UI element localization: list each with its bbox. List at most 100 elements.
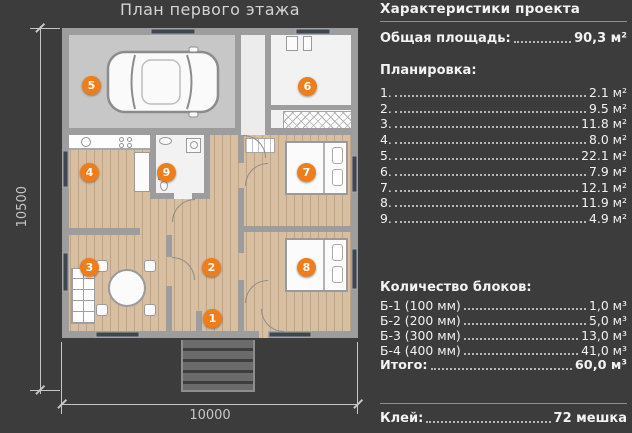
wall	[62, 331, 259, 338]
bed-icon	[285, 238, 348, 292]
layout-item-value: 12.1 м²	[581, 179, 627, 195]
chair-icon	[144, 260, 156, 272]
total-area-value: 90,3 м²	[574, 31, 627, 46]
fridge-icon	[134, 152, 150, 192]
block-item: Б-2 (200 мм)5,0 м³	[380, 313, 627, 328]
total-area-label: Общая площадь:	[380, 31, 511, 46]
dot-leader	[394, 221, 587, 224]
door-arc	[261, 309, 284, 332]
wall	[238, 188, 244, 253]
block-item-label: Б-2 (200 мм)	[380, 313, 461, 328]
window	[62, 252, 69, 292]
room-marker-3: 3	[80, 258, 99, 277]
room-marker-1: 1	[203, 309, 222, 328]
dimension-extension	[30, 390, 60, 391]
divider	[380, 21, 627, 22]
layout-header: Планировка:	[380, 63, 477, 78]
glue-label: Клей:	[380, 411, 424, 426]
glue-value: 72 мешка	[553, 411, 627, 426]
pillow-icon	[332, 147, 343, 164]
wall	[192, 193, 210, 199]
layout-item: 4. 8.0 м²	[380, 131, 627, 147]
dot-leader	[394, 157, 579, 160]
chair-icon	[96, 304, 108, 316]
washer-drum-icon	[189, 140, 198, 149]
wall	[62, 228, 140, 235]
block-item: Б-4 (400 мм)41,0 м³	[380, 343, 627, 358]
wall	[238, 226, 358, 232]
room-marker-9: 9	[157, 163, 176, 182]
layout-item-value: 11.8 м²	[581, 116, 627, 132]
layout-item-label: 1.	[380, 84, 392, 100]
block-item-value: 1,0 м³	[589, 298, 627, 313]
layout-item-value: 11.9 м²	[581, 195, 627, 211]
window	[95, 331, 140, 338]
layout-item: 9.4.9 м²	[380, 210, 627, 226]
dimension-line-horizontal	[62, 404, 358, 405]
wall	[150, 193, 174, 199]
layout-item-label: 7.	[380, 179, 392, 195]
block-item-value: 41,0 м³	[581, 343, 627, 358]
room-marker-6: 6	[298, 77, 317, 96]
blocks-total-label: Итого:	[380, 358, 428, 373]
car-icon	[106, 46, 220, 118]
wall	[62, 28, 358, 35]
kitchen-sink-icon	[81, 137, 91, 147]
dot-leader	[394, 110, 587, 113]
layout-list: 1. 2.1 м² 2.9.5 м² 3.11.8 м² 4. 8.0 м² 5. 2…	[380, 84, 627, 226]
layout-item-value: 7.9 м²	[589, 163, 627, 179]
block-item-label: Б-1 (100 мм)	[380, 298, 461, 313]
dot-leader	[394, 126, 579, 129]
layout-item: 6. 7.9 м²	[380, 163, 627, 179]
dot-leader	[394, 94, 587, 97]
blocks-total-row: Итого: 60,0 м³	[380, 358, 627, 373]
layout-item-label: 9.	[380, 211, 392, 227]
room-marker-7: 7	[297, 163, 316, 182]
room-marker-4: 4	[80, 163, 99, 182]
room-marker-5: 5	[82, 76, 101, 95]
blocks-list: Б-1 (100 мм) 1,0 м³ Б-2 (200 мм)5,0 м³ Б-…	[380, 298, 627, 358]
door-arc	[172, 257, 195, 280]
door-arc	[172, 199, 195, 222]
wall	[150, 135, 156, 199]
wall	[166, 235, 172, 257]
entrance-steps	[181, 340, 255, 392]
layout-item-label: 4.	[380, 132, 392, 148]
chair-icon	[144, 304, 156, 316]
dimension-extension	[30, 28, 60, 29]
floor-plan: 1 2 3 4 5 6 7 8 9	[62, 28, 358, 338]
layout-item: 3.11.8 м²	[380, 116, 627, 132]
dot-leader	[394, 205, 579, 208]
dot-leader	[463, 338, 579, 340]
wall	[204, 135, 210, 199]
layout-item-value: 22.1 м²	[581, 147, 627, 163]
total-area-row: Общая площадь: 90,3 м²	[380, 31, 627, 46]
window	[295, 28, 331, 35]
layout-item: 7. 12.1 м²	[380, 179, 627, 195]
wall	[62, 128, 241, 135]
layout-item-label: 8.	[380, 195, 392, 211]
layout-item-label: 6.	[380, 163, 392, 179]
wall	[235, 28, 241, 135]
room-marker-8: 8	[297, 258, 316, 277]
wall	[265, 28, 271, 135]
layout-item-value: 2.1 м²	[589, 84, 627, 100]
dot-leader	[394, 173, 587, 176]
stove-burner-icon	[127, 143, 132, 148]
pillow-icon	[332, 266, 343, 283]
layout-item-value: 8.0 м²	[589, 132, 627, 148]
divider	[380, 403, 627, 404]
window	[150, 28, 196, 35]
wall	[166, 286, 172, 331]
window	[62, 150, 69, 188]
blocks-total-value: 60,0 м³	[574, 358, 627, 373]
shelving-unit-icon	[71, 268, 95, 324]
layout-item: 2.9.5 м²	[380, 100, 627, 116]
layout-item-label: 5.	[380, 147, 392, 163]
wall	[238, 280, 244, 331]
dot-leader	[513, 41, 572, 43]
window	[351, 155, 358, 193]
layout-item: 5. 22.1 м²	[380, 147, 627, 163]
block-item: Б-1 (100 мм) 1,0 м³	[380, 298, 627, 313]
